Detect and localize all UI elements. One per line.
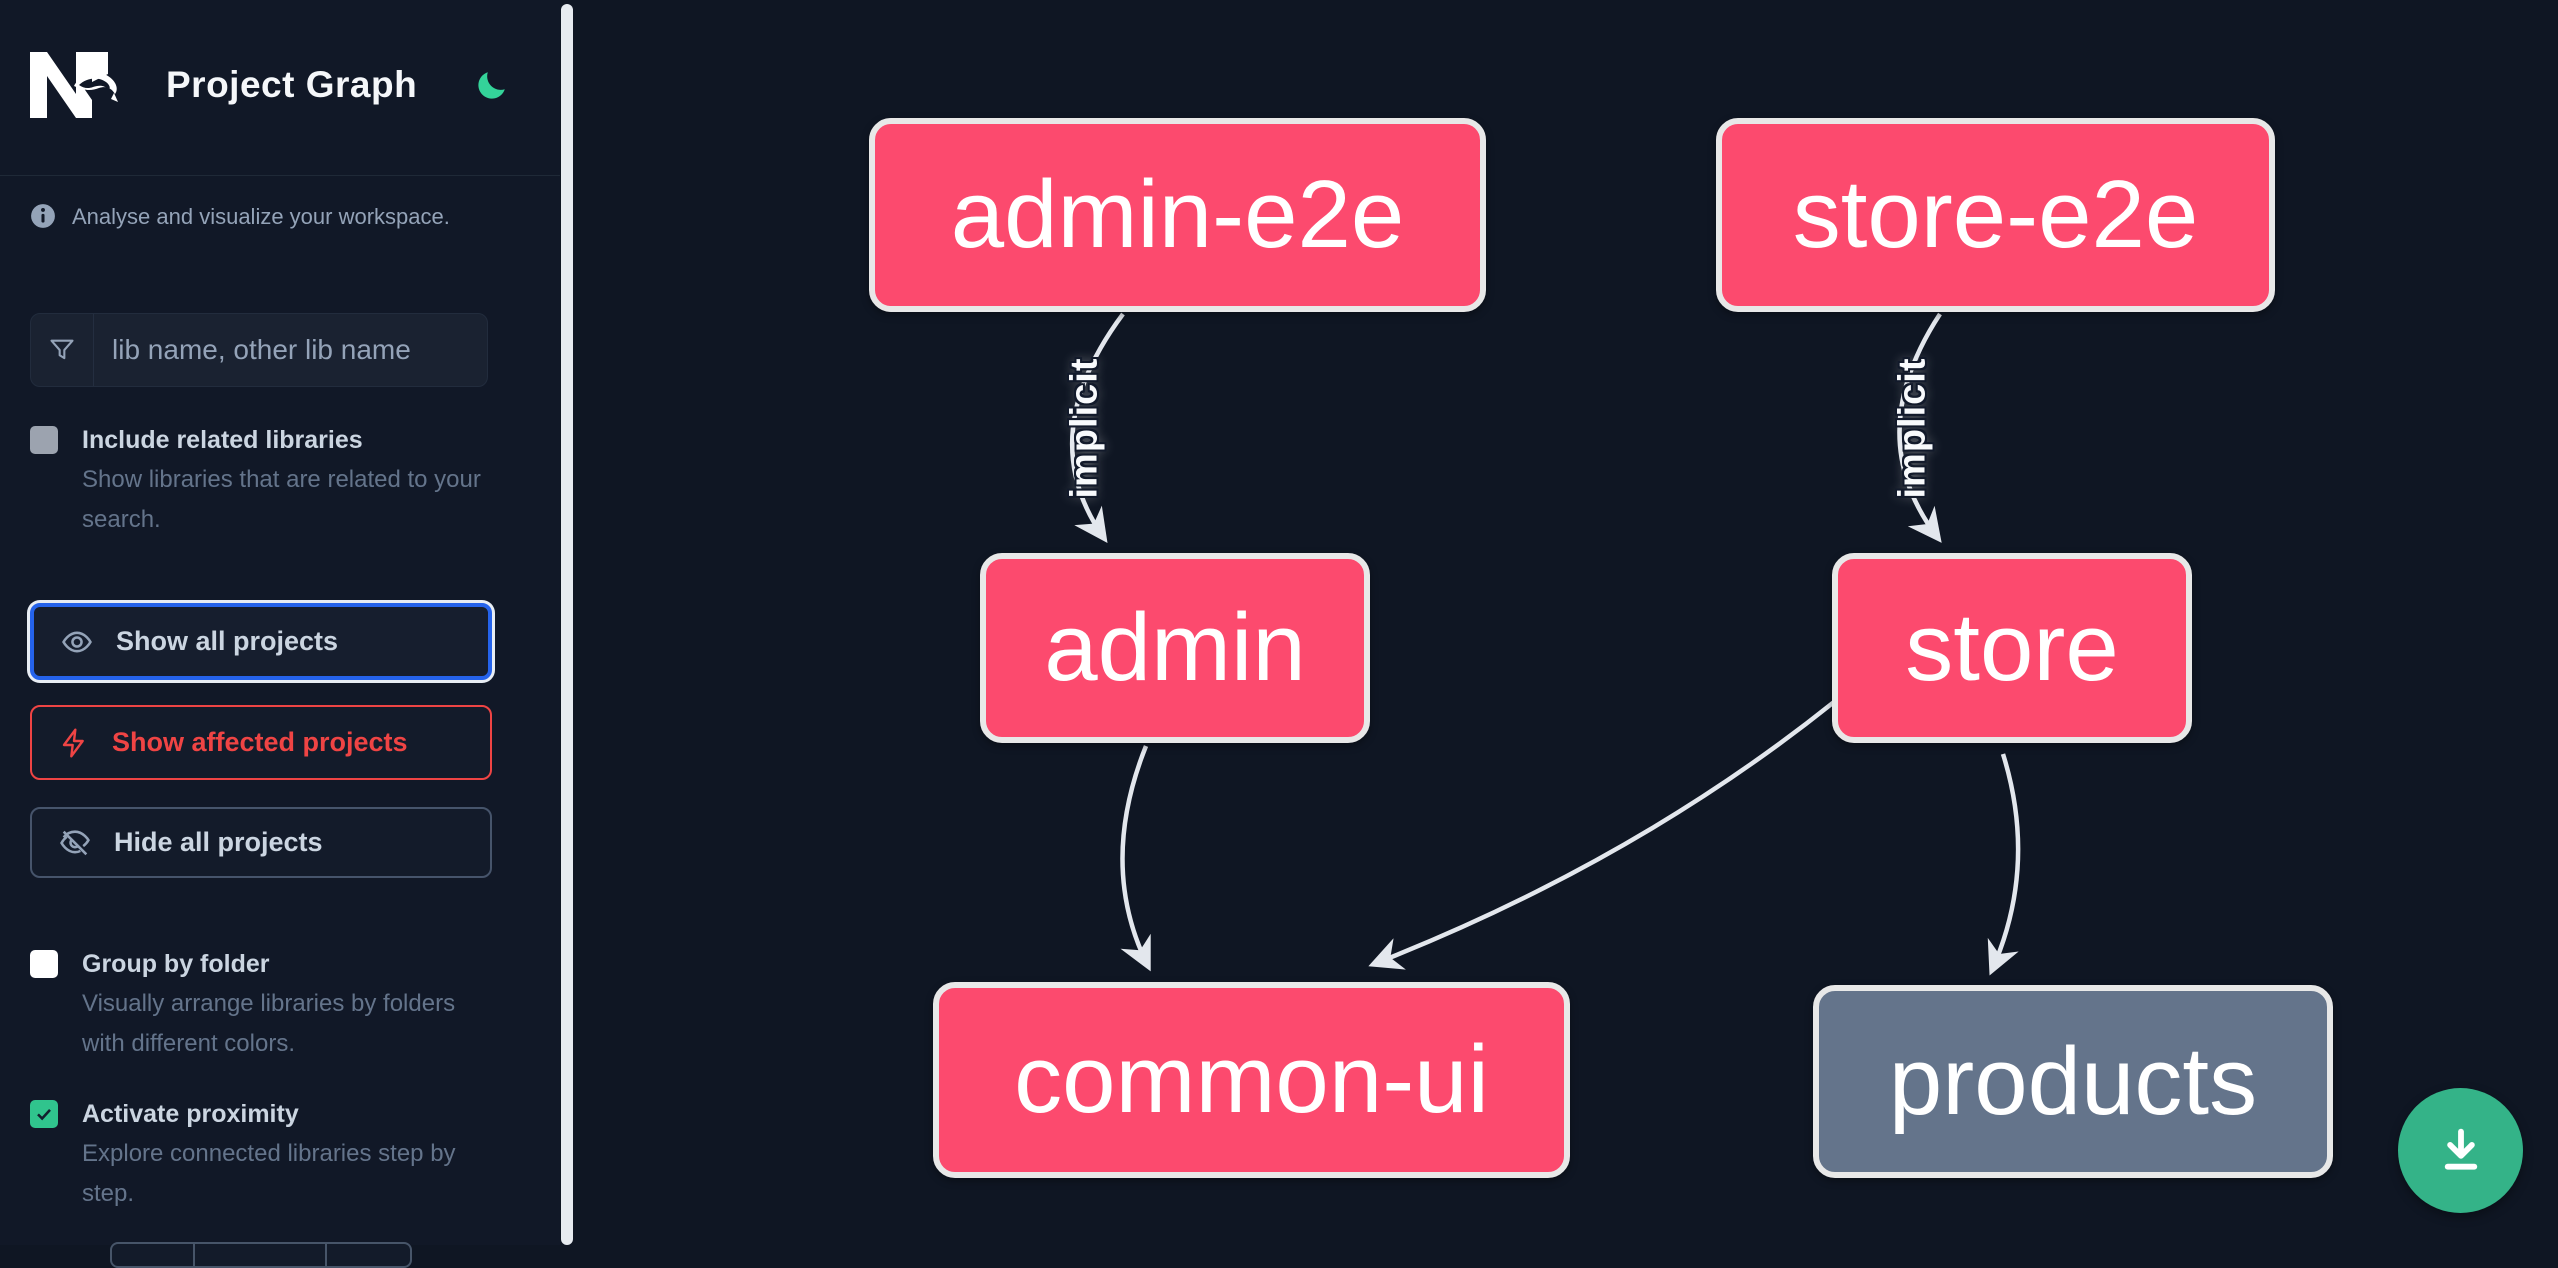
edge-store-common-ui (1368, 700, 1836, 970)
sidebar-scrollbar[interactable] (561, 4, 573, 1245)
theme-toggle-button[interactable] (472, 66, 512, 106)
include-related-checkbox[interactable] (30, 426, 58, 454)
show-all-projects-button[interactable]: Show all projects (30, 603, 492, 680)
toggle-description: Visually arrange libraries by folders wi… (82, 990, 456, 1057)
funnel-icon (31, 314, 94, 386)
stepper-value (195, 1244, 327, 1266)
sidebar-divider (0, 175, 560, 176)
moon-icon (478, 71, 505, 99)
nx-logo (30, 52, 118, 118)
project-node-common-ui[interactable]: common-ui (933, 982, 1570, 1178)
eye-icon (60, 625, 94, 659)
search-box (30, 313, 491, 387)
bolt-icon (58, 727, 90, 759)
stepper-decrement[interactable] (112, 1244, 196, 1266)
sidebar-header: Project Graph (0, 0, 560, 175)
show-affected-projects-button[interactable]: Show affected projects (30, 705, 492, 780)
button-label: Hide all projects (114, 827, 323, 857)
activate-proximity-checkbox[interactable] (30, 1100, 58, 1128)
hide-all-projects-button[interactable]: Hide all projects (30, 807, 492, 878)
edge-label-implicit: implicit (1063, 357, 1106, 499)
info-icon (31, 204, 55, 228)
edge-label-implicit: implicit (1891, 357, 1934, 499)
toggle-include-related: Include related libraries Show libraries… (30, 422, 500, 540)
project-node-admin[interactable]: admin (980, 553, 1370, 743)
edge-admin-common-ui (1120, 745, 1151, 972)
project-node-store-e2e[interactable]: store-e2e (1716, 118, 2275, 312)
check-icon (37, 1109, 51, 1121)
button-label: Show all projects (116, 626, 339, 656)
project-node-store[interactable]: store (1832, 553, 2192, 743)
toggle-group-by-folder: Group by folder Visually arrange librari… (30, 946, 500, 1064)
page-title: Project Graph (166, 64, 418, 105)
eye-off-icon (58, 826, 92, 860)
project-node-admin-e2e[interactable]: admin-e2e (869, 118, 1486, 312)
search-input[interactable] (94, 314, 491, 386)
toggle-description: Explore connected libraries step by step… (82, 1140, 456, 1207)
sidebar: Project Graph Analyse and visualize your… (0, 0, 560, 1268)
download-graph-button[interactable] (2398, 1088, 2523, 1213)
toggle-label[interactable]: Group by folder (82, 950, 270, 978)
project-node-products[interactable]: products (1813, 985, 2333, 1178)
proximity-stepper[interactable] (110, 1242, 412, 1268)
toggle-label[interactable]: Include related libraries (82, 426, 363, 454)
workspace-info-text: Analyse and visualize your workspace. (72, 204, 450, 229)
download-icon (2444, 1128, 2477, 1170)
workspace-info: Analyse and visualize your workspace. (30, 202, 450, 232)
toggle-label[interactable]: Activate proximity (82, 1100, 299, 1128)
edge-store-products (1987, 753, 2021, 976)
button-label: Show affected projects (112, 727, 408, 757)
group-by-folder-checkbox[interactable] (30, 950, 58, 978)
toggle-activate-proximity: Activate proximity Explore connected lib… (30, 1096, 500, 1214)
toggle-description: Show libraries that are related to your … (82, 466, 481, 533)
stepper-increment[interactable] (327, 1244, 410, 1266)
